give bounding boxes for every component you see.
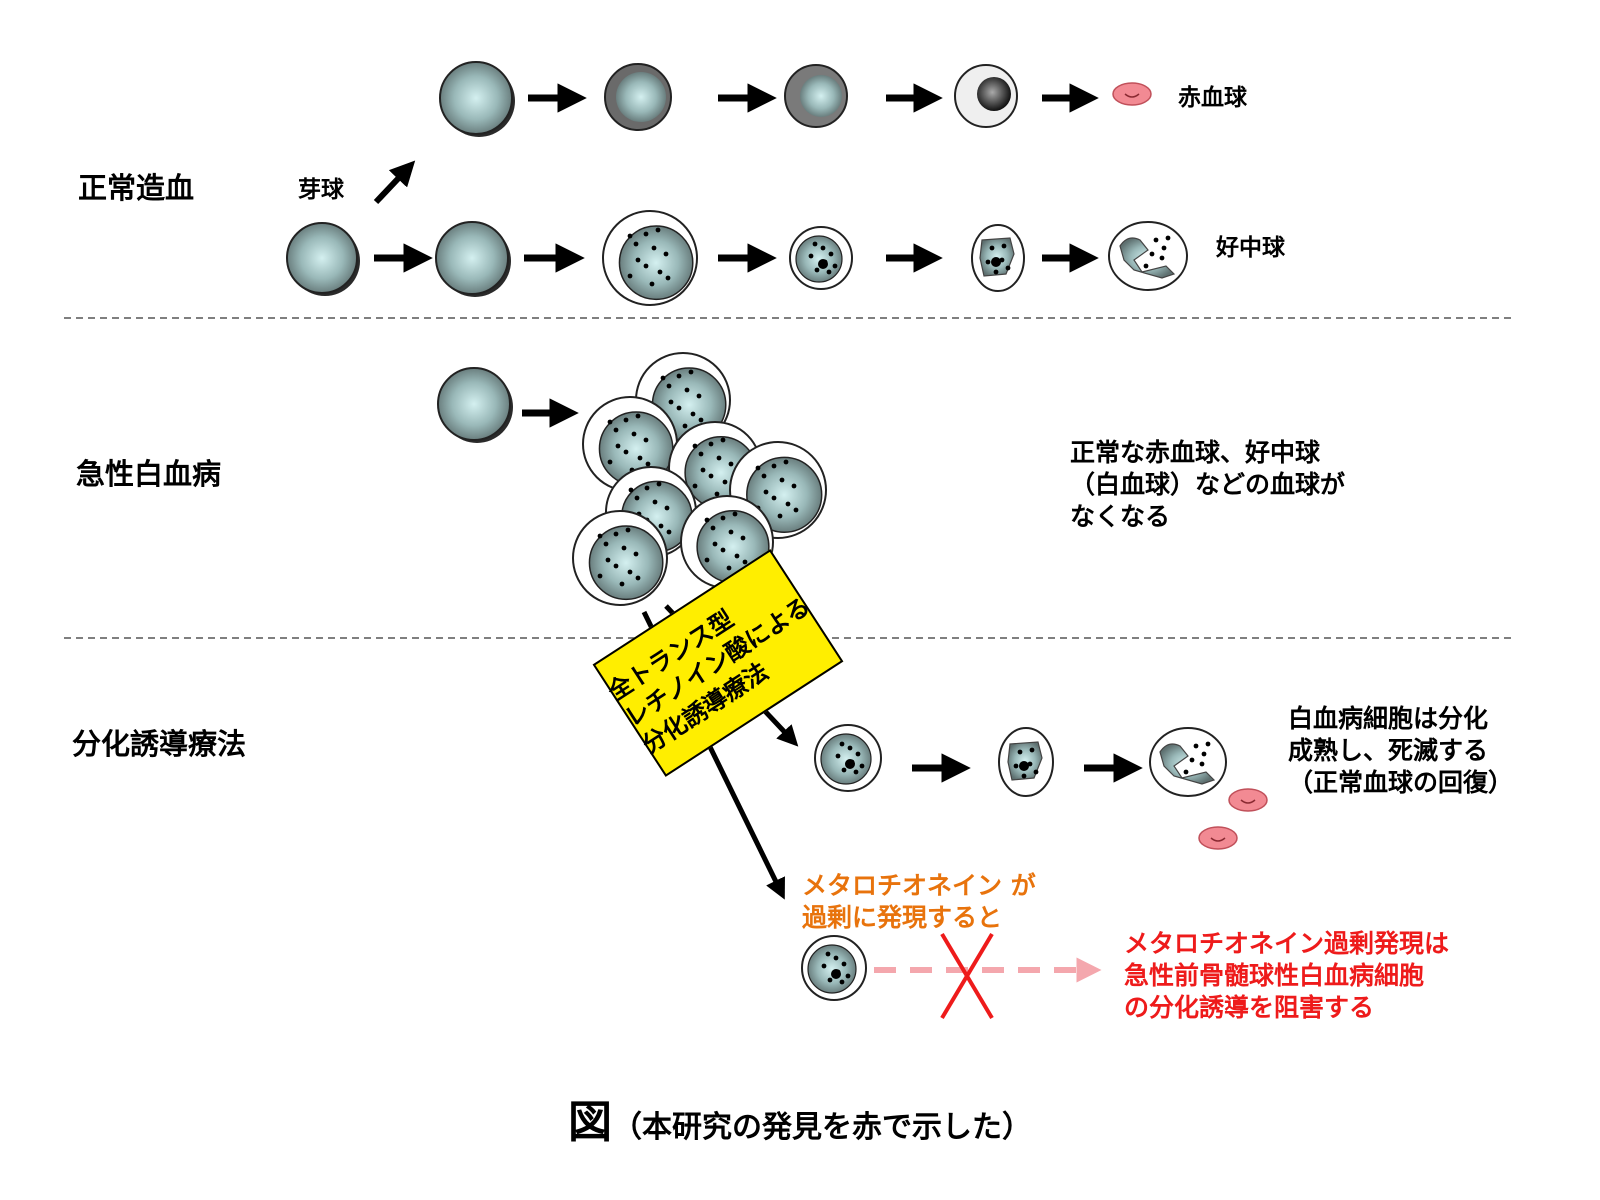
therapy-cell-metamyelocyte: [998, 727, 1054, 797]
section-differentiation-therapy: 分化誘導療法: [72, 727, 247, 761]
cell-erythroblast: [784, 64, 848, 128]
figure-caption-sub: （本研究の発見を赤で示した）: [612, 1110, 1032, 1145]
leukemia-cell-7: [572, 510, 668, 606]
figure-caption-main: 図: [568, 1097, 612, 1148]
label-neutrophil: 好中球: [1216, 235, 1285, 261]
therapy-erythrocyte-1: [1228, 788, 1268, 812]
metallothionein-condition: メタロチオネイン が 過剰に発現すると: [802, 871, 1036, 932]
cell-neutrophil: [1108, 221, 1188, 291]
label-blast: 芽球: [298, 177, 344, 203]
therapy-erythrocyte-2: [1198, 826, 1238, 850]
cell-proerythroblast: [604, 63, 672, 131]
cell-erythroid-blast: [439, 61, 515, 137]
cell-promyelocyte: [602, 210, 698, 306]
therapy-cell-myelocyte: [814, 724, 882, 792]
section-normal-hematopoiesis: 正常造血: [78, 171, 195, 205]
block-x-mark: [940, 932, 994, 1020]
cell-myeloid-blast: [286, 222, 360, 296]
leukemia-note: 正常な赤血球、好中球 （白血球）などの血球が なくなる: [1070, 438, 1346, 531]
therapy-result-note: 白血病細胞は分化 成熟し、死滅する （正常血球の回復）: [1288, 704, 1514, 797]
cell-normoblast: [954, 64, 1018, 128]
figure-caption: 図（本研究の発見を赤で示した）: [0, 1086, 1600, 1150]
cell-metamyelocyte: [971, 224, 1025, 292]
cell-myeloblast: [435, 221, 511, 297]
cell-erythrocyte: [1112, 82, 1152, 106]
label-erythrocyte: 赤血球: [1178, 85, 1247, 111]
finding-statement: メタロチオネイン過剰発現は 急性前骨髄球性白血病細胞 の分化誘導を阻害する: [1124, 929, 1450, 1022]
blocked-leukemia-cell: [801, 935, 867, 1001]
leukemia-cell-5: [729, 441, 827, 539]
cell-myelocyte: [789, 226, 853, 290]
therapy-cell-neutrophil: [1149, 727, 1227, 797]
arrow-blast-to-erythroid: [373, 160, 416, 205]
cell-leukemia-blast: [437, 367, 513, 443]
section-acute-leukemia: 急性白血病: [76, 457, 222, 491]
